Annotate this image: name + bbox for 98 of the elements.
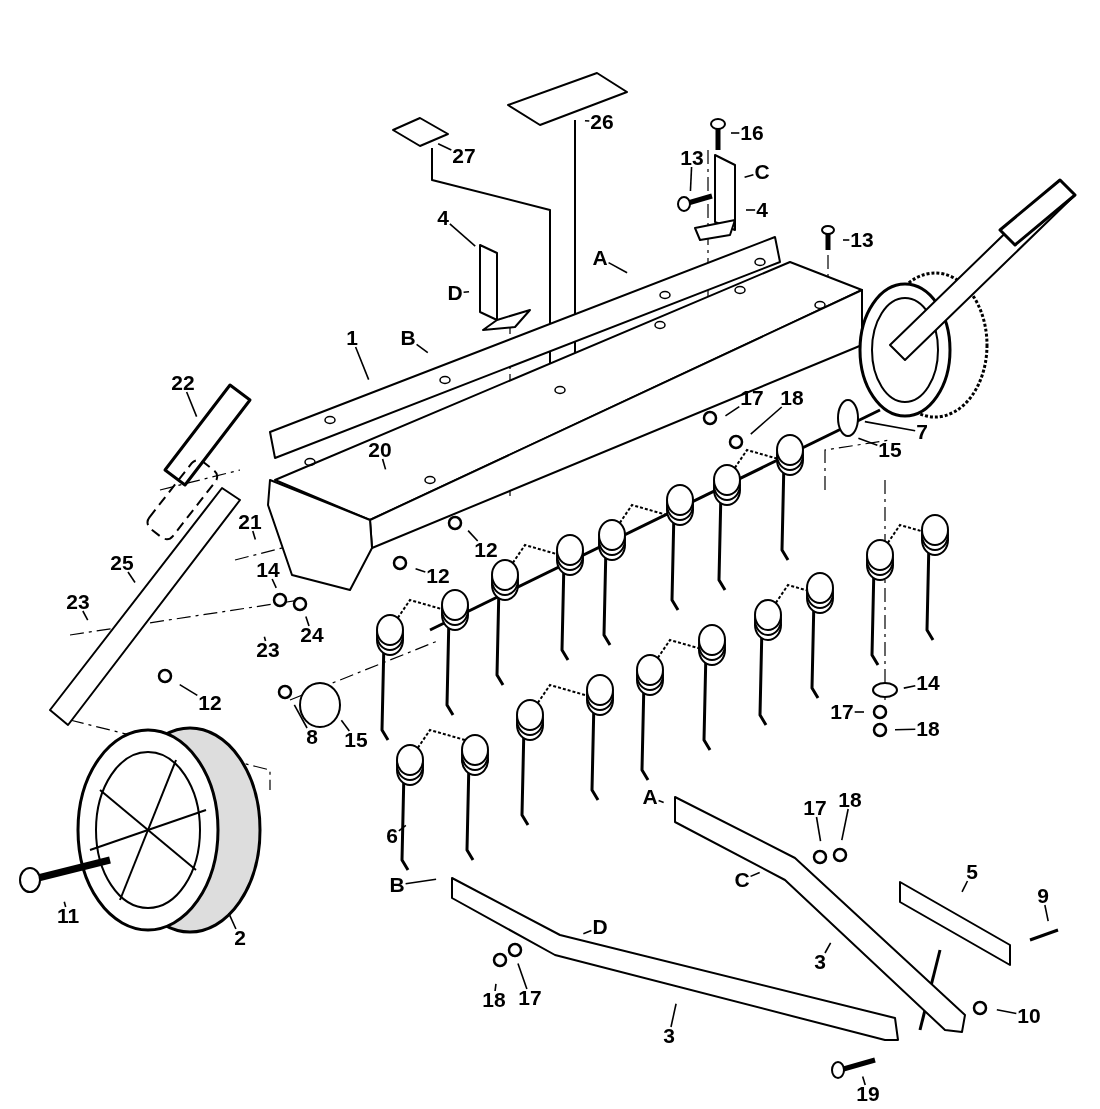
leader-line — [251, 530, 257, 541]
callout-number: 1 — [346, 327, 358, 349]
callout-number: 8 — [306, 726, 318, 748]
callout-number: A — [642, 786, 658, 808]
leader-line — [437, 143, 453, 151]
callout-number: C — [734, 869, 750, 891]
leader-line — [730, 132, 741, 134]
leader-line — [381, 458, 387, 471]
leader-line — [227, 912, 237, 930]
callout-number: 5 — [966, 861, 978, 883]
leader-line — [398, 824, 407, 832]
leader-line — [354, 346, 370, 381]
leader-line — [749, 871, 761, 878]
leader-line — [864, 420, 916, 432]
leader-line — [894, 728, 917, 731]
leader-line — [745, 209, 756, 211]
callout-number: 23 — [66, 591, 90, 613]
leader-line — [263, 635, 267, 642]
leader-line — [462, 290, 470, 294]
callout-number: 17 — [803, 797, 827, 819]
leader-line — [127, 571, 136, 584]
leader-line — [689, 166, 693, 192]
callout-number: 14 — [256, 559, 280, 581]
leader-line — [743, 173, 755, 179]
leader-line — [404, 878, 437, 885]
leader-line — [467, 529, 479, 542]
callout-number: 22 — [171, 372, 195, 394]
callout-number: 12 — [474, 539, 498, 561]
callout-number: 15 — [878, 439, 902, 461]
callout-number: 17 — [830, 701, 854, 723]
leader-line — [449, 223, 477, 247]
callout-number: B — [389, 874, 405, 896]
leader-line — [670, 1003, 677, 1028]
callout-number: 18 — [482, 989, 506, 1011]
leader-line — [657, 799, 665, 804]
leader-line — [841, 808, 849, 841]
leader-line — [584, 119, 591, 122]
callout-number: 18 — [916, 718, 940, 740]
leader-line — [582, 929, 593, 935]
leader-line — [63, 900, 67, 908]
callout-number: 24 — [300, 624, 324, 646]
leader-line — [824, 942, 832, 954]
callout-number: 17 — [518, 987, 542, 1009]
leader-line — [271, 578, 278, 589]
leader-line — [903, 684, 917, 689]
leader-line — [305, 615, 310, 627]
callout-number: C — [754, 161, 770, 183]
leader-line — [961, 880, 969, 893]
leader-line — [861, 1075, 867, 1086]
leader-line — [724, 405, 741, 417]
leader-line — [517, 962, 528, 990]
leader-line — [185, 391, 198, 418]
callout-number: 11 — [56, 905, 80, 927]
callout-number: 15 — [344, 729, 368, 751]
leader-line — [1044, 904, 1049, 922]
leader-line — [815, 816, 822, 842]
callout-number: D — [447, 282, 463, 304]
callout-number: 14 — [916, 672, 940, 694]
callout-number: 12 — [198, 692, 222, 714]
leader-line — [293, 704, 308, 729]
leader-line — [749, 406, 783, 435]
leader-line — [340, 719, 351, 732]
callout-number: B — [400, 327, 416, 349]
callout-number: D — [592, 916, 608, 938]
callout-number: 23 — [256, 639, 280, 661]
callout-number: 19 — [856, 1083, 880, 1105]
callout-number: 26 — [590, 111, 614, 133]
callout-number: 18 — [780, 387, 804, 409]
leader-line — [414, 567, 427, 573]
callout-number: 7 — [916, 421, 928, 443]
leader-line — [494, 983, 497, 992]
leader-line — [842, 239, 851, 241]
leader-line — [178, 683, 199, 697]
callout-number: 3 — [663, 1025, 675, 1047]
leader-line — [607, 261, 628, 274]
callout-number: 4 — [437, 207, 449, 229]
callout-number: A — [592, 247, 608, 269]
leader-line — [853, 711, 865, 713]
callout-number: 13 — [680, 147, 704, 169]
callout-number: 9 — [1037, 885, 1049, 907]
callout-number: 13 — [850, 229, 874, 251]
callout-number: 18 — [838, 789, 862, 811]
leader-line — [996, 1008, 1018, 1015]
callout-number: 3 — [814, 951, 826, 973]
callout-number: 2 — [234, 927, 246, 949]
callout-number: 10 — [1017, 1005, 1041, 1027]
callout-number: 25 — [110, 552, 134, 574]
callout-number: 20 — [368, 439, 392, 461]
callout-number: 6 — [386, 825, 398, 847]
callout-number: 16 — [740, 122, 764, 144]
callout-number: 27 — [452, 145, 476, 167]
leader-line — [857, 437, 879, 447]
callout-number: 4 — [756, 199, 768, 221]
callout-number: 12 — [426, 565, 450, 587]
callout-number: 21 — [238, 511, 262, 533]
leader-line — [415, 343, 429, 354]
callout-number: 17 — [740, 387, 764, 409]
leader-line — [82, 610, 89, 621]
